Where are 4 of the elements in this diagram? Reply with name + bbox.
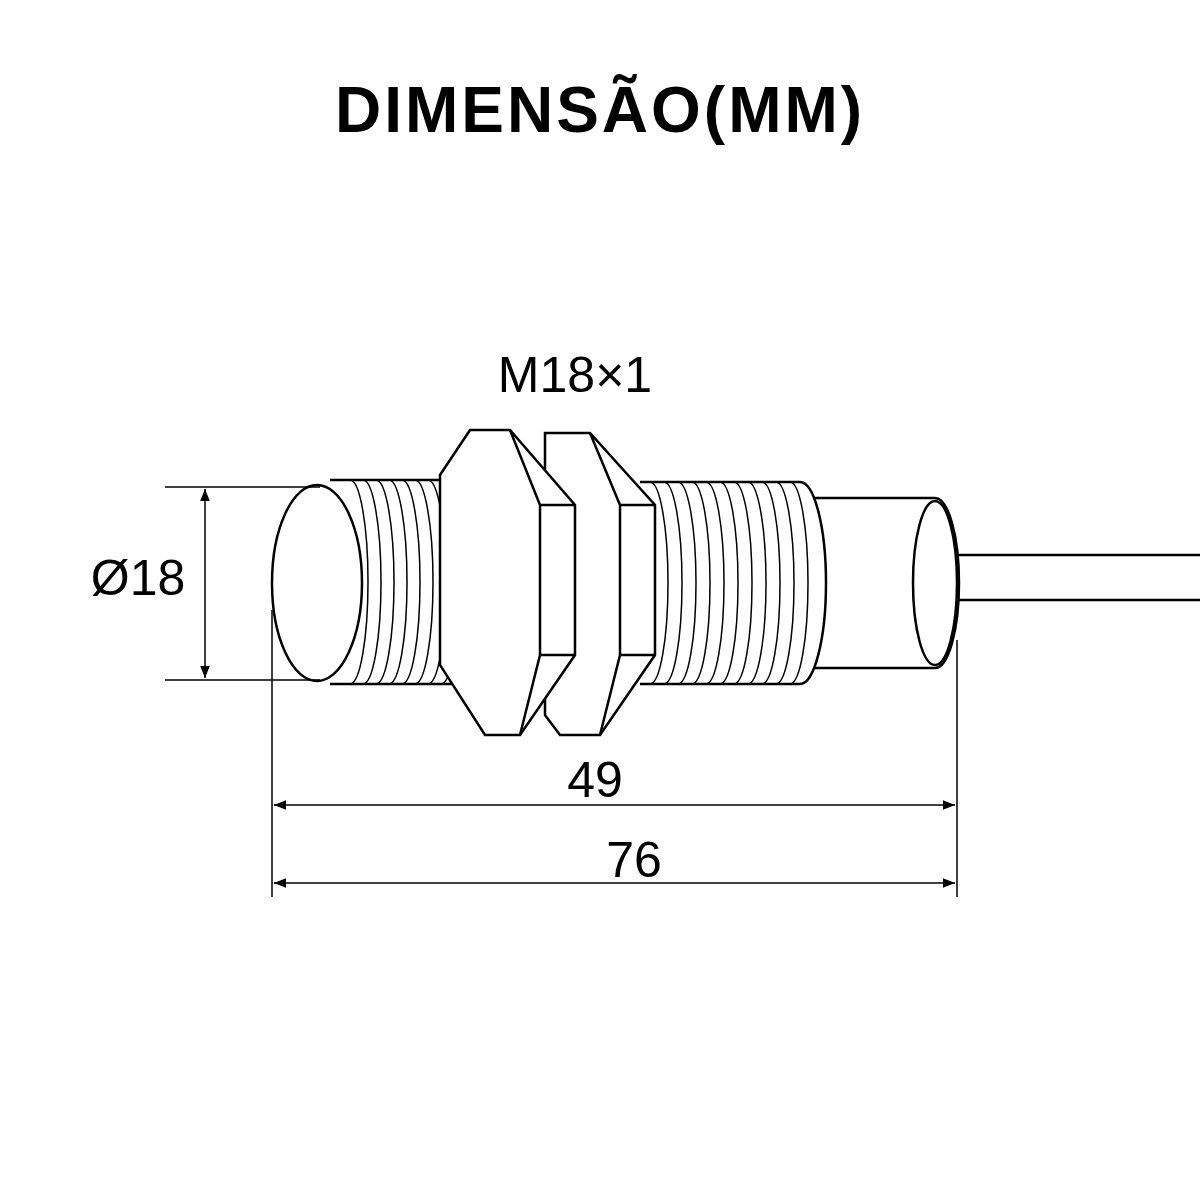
dimension-label: 49 bbox=[567, 755, 623, 805]
dimension-label: Ø18 bbox=[90, 553, 186, 603]
dimension-label: 76 bbox=[606, 835, 662, 885]
dimension-label: M18×1 bbox=[497, 350, 653, 400]
